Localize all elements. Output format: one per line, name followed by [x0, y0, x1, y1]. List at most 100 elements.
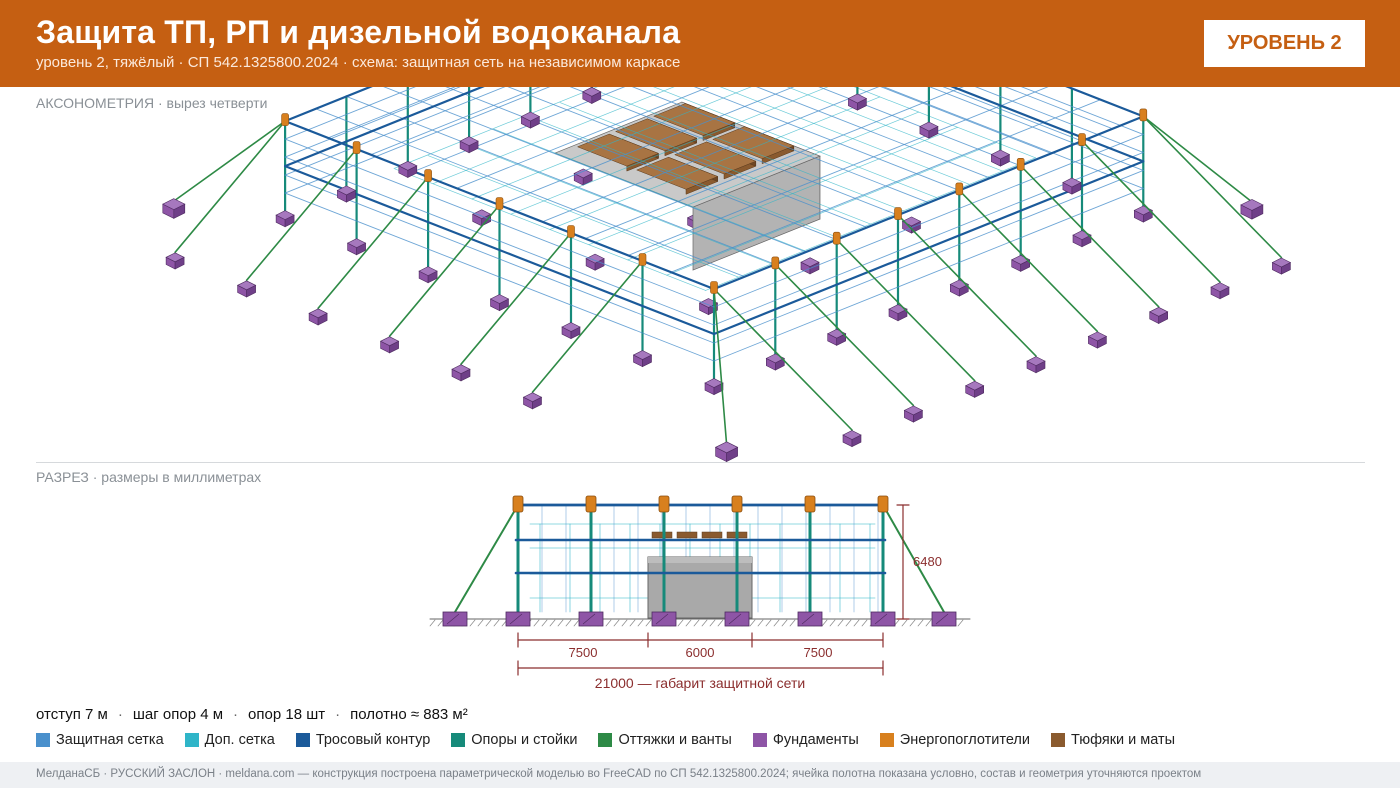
section-foundation: [797, 611, 823, 627]
stat-separator: ·: [117, 706, 123, 723]
ground-hatch: [749, 619, 756, 627]
energy-absorber: [1016, 158, 1025, 171]
mattress: [576, 133, 660, 167]
section-foundation-hatch: [655, 613, 669, 625]
ground-hatch: [637, 619, 644, 627]
extra-mesh-line: [719, 87, 970, 185]
ground-hatch: [485, 619, 492, 627]
ground-hatch: [493, 619, 500, 627]
extra-mesh-line: [588, 111, 920, 246]
section-energy-absorber: [877, 495, 889, 513]
extra-mesh-line: [471, 87, 752, 200]
mesh-line: [284, 156, 715, 326]
height-dimension-label: 6480: [913, 554, 942, 569]
roof-mesh-line: [880, 87, 1052, 154]
ground-hatch: [853, 619, 860, 627]
legend-swatch: [36, 733, 50, 747]
extra-mesh-line: [549, 96, 881, 230]
section-foundation: [442, 611, 468, 627]
ground-hatch: [573, 619, 580, 627]
ground-hatch: [917, 619, 924, 627]
energy-absorber: [495, 197, 504, 210]
anchor-foundation: [1240, 199, 1264, 211]
guy-wire: [958, 189, 1099, 333]
legend-item-absorbers: Энергопоглотители: [879, 732, 1030, 748]
legend-item-supports: Опоры и стойки: [451, 732, 577, 748]
energy-absorber: [771, 256, 780, 270]
dimension-label-right: 7500: [804, 645, 833, 660]
legend-label: Энергопоглотители: [899, 732, 1030, 748]
ground-hatch: [821, 619, 828, 627]
section-foundation: [724, 611, 750, 627]
post-foundation: [704, 378, 724, 388]
anchor-foundation: [1210, 282, 1230, 292]
ground-hatch: [773, 619, 780, 627]
axonometry-title: АКСОНОМЕТРИЯ · вырез четверти: [36, 95, 268, 111]
energy-absorber: [1139, 108, 1148, 122]
mattress: [636, 156, 719, 190]
inner-foundation: [472, 209, 492, 220]
energy-absorber: [567, 225, 575, 238]
energy-absorber: [955, 182, 964, 196]
cable-contour: [284, 87, 373, 123]
section-energy-absorber: [658, 495, 670, 513]
roof-mesh-line: [1004, 87, 1114, 130]
energy-absorber: [352, 141, 361, 154]
anchor-foundation: [451, 364, 471, 375]
ground-hatch: [469, 619, 476, 627]
anchor-foundation: [379, 336, 400, 347]
section-foundation: [651, 611, 677, 627]
ground-hatch: [533, 619, 540, 627]
stat-support-step: шаг опор 4 м: [132, 706, 224, 723]
legend-swatch: [879, 733, 894, 747]
post-foundation: [582, 87, 602, 97]
extra-mesh-line: [853, 87, 1036, 159]
footer-text: МелданаСБ · РУССКИЙ ЗАСЛОН · meldana.com…: [36, 768, 1202, 780]
stat-separator: ·: [335, 706, 341, 723]
ground-hatch: [717, 619, 724, 627]
anchor-foundation: [1149, 306, 1169, 317]
section-foundation: [578, 611, 604, 627]
section-foundation-hatch: [509, 613, 523, 625]
anchor-foundation: [162, 198, 186, 210]
stat-separator: ·: [233, 706, 239, 723]
post-foundation: [275, 210, 295, 220]
cable-contour: [950, 87, 1145, 163]
section-building-roof: [648, 557, 752, 563]
roof-mesh-line: [627, 87, 1049, 256]
ground-hatch: [677, 619, 684, 627]
roof-mesh-line: [818, 87, 1022, 167]
section-energy-absorber: [512, 495, 524, 513]
extra-mesh-line: [432, 87, 675, 185]
energy-absorber: [832, 231, 841, 245]
post-foundation: [919, 121, 939, 132]
anchor-foundation: [165, 252, 185, 263]
ground-hatch: [645, 619, 652, 627]
ground-hatch: [861, 619, 868, 627]
roof-mesh-line: [327, 87, 456, 139]
energy-absorber: [894, 207, 902, 220]
legend-swatch: [184, 733, 199, 747]
ground-hatch: [477, 619, 484, 627]
post-foundation: [1062, 177, 1082, 188]
roof-mesh-line: [670, 99, 1101, 273]
ground-hatch: [549, 619, 556, 627]
anchor-foundation: [714, 441, 739, 454]
legend-swatch: [295, 733, 310, 747]
energy-absorber: [638, 253, 647, 266]
ground-hatch: [909, 619, 916, 627]
section-foundation-hatch: [801, 613, 815, 625]
post-foundation: [346, 238, 367, 248]
mesh-line: [975, 87, 1144, 153]
section-energy-absorber: [731, 495, 743, 513]
legend-label: Доп. сетка: [204, 732, 275, 748]
section-mattress: [651, 531, 673, 539]
guy-wire: [897, 214, 1037, 357]
mesh-line: [284, 192, 715, 362]
roof-mesh-line: [413, 87, 626, 172]
stats-line: отступ 7 м·шаг опор 4 м·опор 18 шт·полот…: [36, 706, 468, 723]
roof-mesh-line: [499, 87, 795, 206]
inner-foundation: [585, 253, 605, 264]
footer-bar: МелданаСБ · РУССКИЙ ЗАСЛОН · meldana.com…: [0, 762, 1400, 788]
